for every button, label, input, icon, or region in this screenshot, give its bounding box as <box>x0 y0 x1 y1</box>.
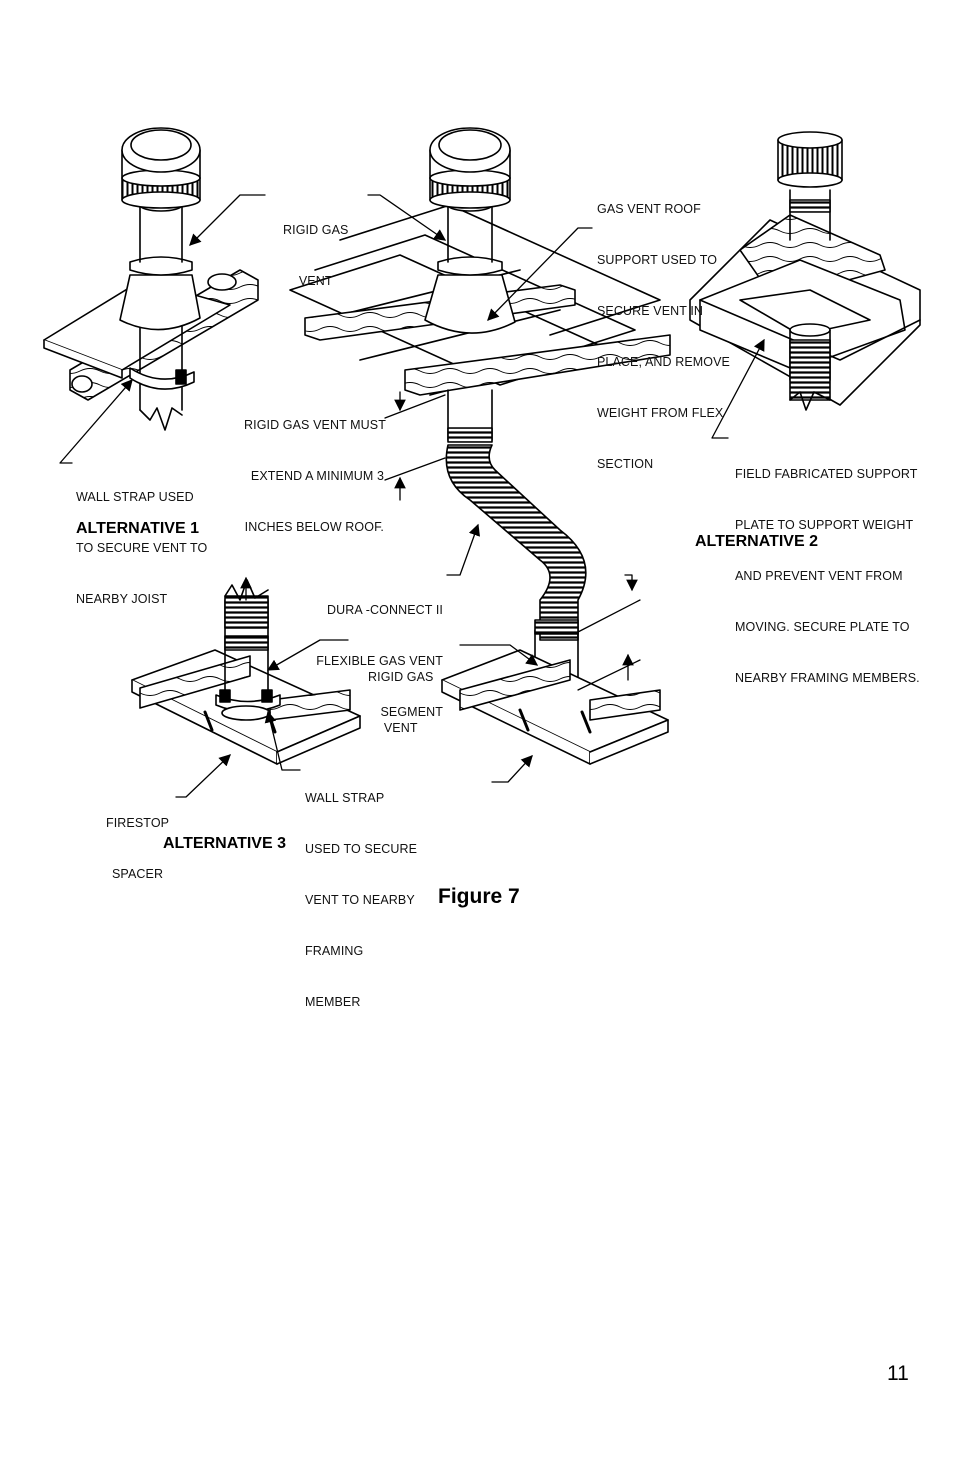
label-rigid-gas-vent-top: RIGID GAS VENT <box>283 188 349 307</box>
label-line: FIELD FABRICATED SUPPORT <box>735 467 918 481</box>
alternative-3-illustration <box>131 579 361 765</box>
label-line: USED TO SECURE <box>305 842 418 856</box>
label-line: SECTION <box>597 457 654 471</box>
label-line: WALL STRAP USED <box>76 490 194 504</box>
label-line: RIGID GAS <box>283 223 349 237</box>
label-line: RIGID GAS <box>368 670 434 684</box>
label-field-plate: FIELD FABRICATED SUPPORT PLATE TO SUPPOR… <box>735 432 920 704</box>
label-line: AND PREVENT VENT FROM <box>735 569 903 583</box>
label-line: FRAMING <box>305 944 364 958</box>
heading-alternative-1: ALTERNATIVE 1 <box>76 520 199 537</box>
label-line: SEGMENT <box>380 705 443 719</box>
alternative-1-illustration <box>43 127 259 431</box>
leader-lines <box>59 194 765 798</box>
label-roof-support: GAS VENT ROOF SUPPORT USED TO SECURE VEN… <box>597 167 730 490</box>
label-line: MEMBER <box>305 995 361 1009</box>
label-line: EXTEND A MINIMUM 3 <box>250 469 384 483</box>
label-wall-strap-joist: WALL STRAP USED TO SECURE VENT TO NEARBY… <box>76 455 207 625</box>
label-line: NEARBY FRAMING MEMBERS. <box>735 671 920 685</box>
label-extend-below-roof: RIGID GAS VENT MUST EXTEND A MINIMUM 3 I… <box>244 383 386 553</box>
label-line: INCHES BELOW ROOF. <box>244 520 384 534</box>
label-line: WEIGHT FROM FLEX <box>597 406 724 420</box>
heading-alternative-3: ALTERNATIVE 3 <box>163 835 286 852</box>
figure-caption: Figure 7 <box>438 885 520 908</box>
label-rigid-gas-vent-bottom: RIGID GAS VENT <box>368 635 434 754</box>
label-dura-connect: DURA -CONNECT II FLEXIBLE GAS VENT SEGME… <box>300 568 443 738</box>
label-line: SUPPORT USED TO <box>597 253 718 267</box>
label-line: RIGID GAS VENT MUST <box>244 418 386 432</box>
label-line: GAS VENT ROOF <box>597 202 701 216</box>
label-line: SPACER <box>112 867 164 881</box>
label-line: PLATE TO SUPPORT WEIGHT <box>735 518 914 532</box>
label-line: FIRESTOP <box>106 816 170 830</box>
alternative-2-illustration <box>689 131 921 411</box>
page-number: 11 <box>887 1362 909 1385</box>
label-line: DURA -CONNECT II <box>327 603 443 617</box>
label-line: VENT <box>298 274 333 288</box>
label-line: NEARBY JOIST <box>76 592 168 606</box>
label-line: PLACE, AND REMOVE <box>597 355 730 369</box>
label-firestop-spacer: FIRESTOP SPACER <box>106 781 169 900</box>
label-line: WALL STRAP <box>305 791 385 805</box>
label-line: SECURE VENT IN <box>597 304 704 318</box>
label-wall-strap-framing: WALL STRAP USED TO SECURE VENT TO NEARBY… <box>305 756 417 1028</box>
label-line: MOVING. SECURE PLATE TO <box>735 620 910 634</box>
label-line: TO SECURE VENT TO <box>76 541 208 555</box>
label-line: VENT TO NEARBY <box>305 893 415 907</box>
label-line: VENT <box>383 721 418 735</box>
label-line: FLEXIBLE GAS VENT <box>316 654 443 668</box>
heading-alternative-2: ALTERNATIVE 2 <box>695 533 818 550</box>
